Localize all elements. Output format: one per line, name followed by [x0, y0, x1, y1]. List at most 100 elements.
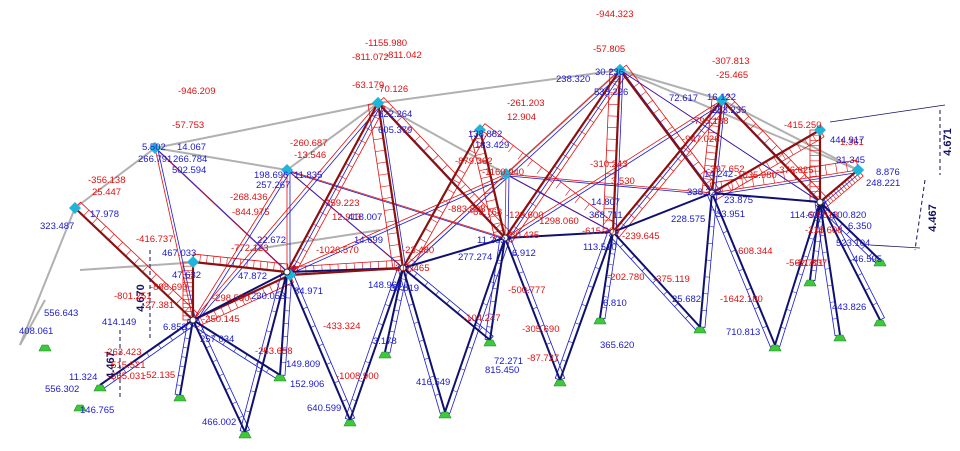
red-result-value: -500.777: [508, 285, 546, 296]
blue-result-value: 416.549: [416, 377, 450, 388]
red-result-value: -25.465: [716, 70, 748, 81]
red-result-value: -811.072: [352, 52, 389, 63]
red-result-value: -57.753: [172, 120, 204, 131]
red-result-value: -608.344: [735, 246, 773, 257]
red-result-value: -376.625: [776, 165, 814, 176]
red-result-value: -795.188: [691, 116, 729, 127]
diagonal-member[interactable]: [445, 238, 505, 412]
support-icon[interactable]: [94, 385, 106, 391]
blue-result-value: 368.711: [589, 210, 623, 221]
blue-result-value: 149.809: [286, 359, 320, 370]
center-node[interactable]: [284, 269, 290, 275]
dimension-extension: [830, 105, 945, 122]
center-node[interactable]: [190, 317, 196, 323]
red-result-value: -1298.060: [536, 216, 579, 227]
red-result-value: -1026.570: [316, 245, 359, 256]
blue-result-value: 466.002: [202, 417, 236, 428]
support-icon[interactable]: [274, 375, 286, 381]
red-result-value: -310.243: [590, 159, 628, 170]
support-icon[interactable]: [554, 380, 566, 386]
red-result-value: -615.300: [582, 226, 620, 237]
support-icon[interactable]: [484, 340, 496, 346]
blue-result-value: 5.502: [142, 142, 166, 153]
dimension-extension: [870, 245, 920, 248]
blue-result-value: 33.951: [716, 209, 745, 220]
blue-result-value: 23.875: [724, 195, 753, 206]
red-result-value: -104.247: [463, 313, 501, 324]
red-result-value: -1155.980: [365, 38, 407, 49]
red-result-value: -239.645: [622, 231, 660, 242]
blue-result-value: 238.320: [556, 74, 590, 85]
diagonal-member[interactable]: [775, 202, 820, 345]
blue-result-value: 47.632: [172, 270, 201, 281]
blue-result-value: 11.835: [294, 170, 322, 181]
blue-result-value: 230.053: [251, 291, 285, 302]
blue-result-value: 323.487: [40, 221, 74, 232]
support-icon[interactable]: [239, 432, 251, 438]
blue-result-value: 6.810: [603, 298, 627, 309]
red-section-line: [505, 174, 506, 238]
blue-result-diagram: [445, 238, 510, 414]
blue-result-value: 152.906: [290, 379, 324, 390]
blue-result-value: 338.323: [687, 187, 721, 198]
support-icon[interactable]: [694, 327, 706, 333]
blue-result-value: 14.807: [591, 197, 620, 208]
blue-result-value: 444.917: [830, 135, 864, 146]
blue-result-value: 538.226: [594, 87, 628, 98]
red-result-value: -1008.900: [336, 371, 379, 382]
red-result-value: -250.145: [202, 314, 240, 325]
red-result-value: -515.521: [108, 360, 146, 371]
red-result-value: -433.324: [323, 321, 361, 332]
red-result-value: 12.904: [507, 112, 536, 123]
blue-result-value: 523.104: [836, 238, 870, 249]
blue-result-value: 14.242: [704, 169, 733, 180]
blue-result-value: 11.203: [477, 235, 505, 246]
grey-member: [620, 70, 858, 170]
support-icon[interactable]: [39, 345, 51, 351]
blue-result-value: 72.617: [669, 93, 698, 104]
blue-result-value: 122.264: [378, 109, 412, 120]
support-icon[interactable]: [174, 395, 186, 401]
right-height-dimension: 4.671: [942, 128, 954, 156]
blue-result-value: 248.221: [866, 178, 900, 189]
blue-result-value: 257.034: [200, 334, 234, 345]
blue-result-value: 253.235: [712, 105, 746, 116]
center-node[interactable]: [817, 199, 823, 205]
red-result-value: -947.026: [682, 134, 720, 145]
blue-result-value: 14.699: [354, 235, 383, 246]
red-result-value: -811.042: [385, 50, 422, 61]
result-value-labels: -944.323-57.805-307.813-25.465-1155.980-…: [19, 9, 900, 428]
red-result-value: -844.975: [232, 207, 270, 218]
support-icon[interactable]: [344, 420, 356, 426]
blue-result-value: 443.826: [832, 302, 866, 313]
red-result-value: -261.203: [507, 98, 545, 109]
red-result-value: -87.727: [527, 353, 559, 364]
blue-result-value: 31.345: [836, 155, 865, 166]
blue-result-value: 30.236: [595, 67, 624, 78]
blue-result-value: 36.619: [390, 283, 419, 294]
blue-result-value: 47.872: [238, 271, 267, 282]
blue-result-value: 414.149: [102, 317, 136, 328]
blue-result-value: 408.061: [19, 326, 53, 337]
blue-result-value: 815.450: [485, 365, 519, 376]
blue-result-diagram: [403, 264, 493, 340]
blue-result-value: 710.813: [726, 327, 760, 338]
red-result-value: -57.805: [593, 44, 625, 55]
blue-result-value: 113.510: [583, 242, 617, 253]
blue-result-value: 183.429: [475, 140, 509, 151]
red-result-value: -218.608: [805, 225, 843, 236]
blue-result-value: 418.007: [348, 212, 382, 223]
blue-result-value: 365.620: [600, 340, 634, 351]
blue-result-value: 467.033: [162, 248, 196, 259]
support-icon[interactable]: [769, 345, 781, 351]
blue-result-value: 6.350: [848, 221, 872, 232]
blue-result-value: 3.178: [373, 336, 397, 347]
red-result-value: -946.209: [178, 86, 216, 97]
support-icon[interactable]: [874, 320, 886, 326]
red-result-value: -23.480: [402, 245, 434, 256]
red-result-value: -305.690: [522, 324, 560, 335]
red-result-value: -70.126: [376, 84, 408, 95]
red-result-value: -263.423: [104, 347, 142, 358]
